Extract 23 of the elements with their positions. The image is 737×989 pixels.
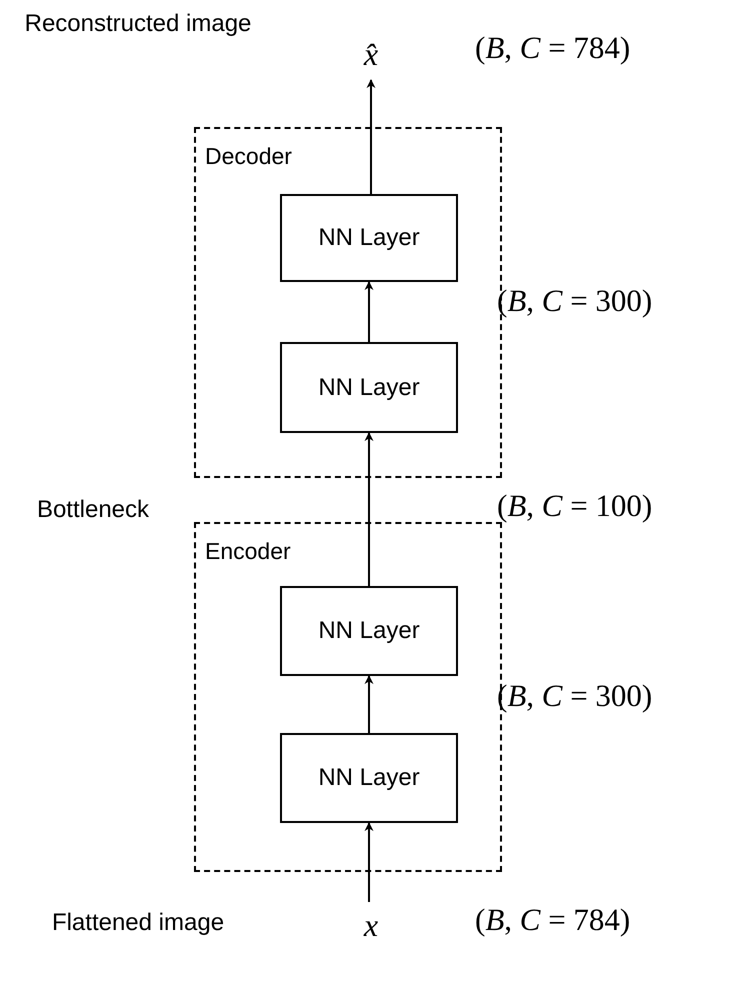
layer-box (280, 194, 458, 282)
shape-annotation: (B, C = 784) (475, 902, 630, 938)
layer-label: NN Layer (318, 617, 420, 645)
variable-label: x (364, 906, 378, 944)
side-label: Flattened image (50, 908, 226, 938)
shape-annotation: (B, C = 100) (497, 488, 652, 524)
group-title: Encoder (205, 538, 291, 565)
arrow (364, 822, 374, 902)
arrow (366, 79, 376, 194)
arrow (364, 675, 374, 733)
layer-box (280, 342, 458, 433)
arrow (364, 432, 374, 586)
group-title: Decoder (205, 143, 292, 170)
layer-box (280, 733, 458, 823)
arrow (364, 281, 374, 342)
shape-annotation: (B, C = 784) (475, 30, 630, 66)
layer-label: NN Layer (318, 224, 420, 252)
layer-label: NN Layer (318, 374, 420, 402)
variable-label: x̂ (364, 36, 378, 72)
layer-box (280, 586, 458, 676)
side-label: Bottleneck (36, 495, 150, 525)
layer-label: NN Layer (318, 764, 420, 792)
side-label: Reconstructed image (24, 9, 252, 39)
